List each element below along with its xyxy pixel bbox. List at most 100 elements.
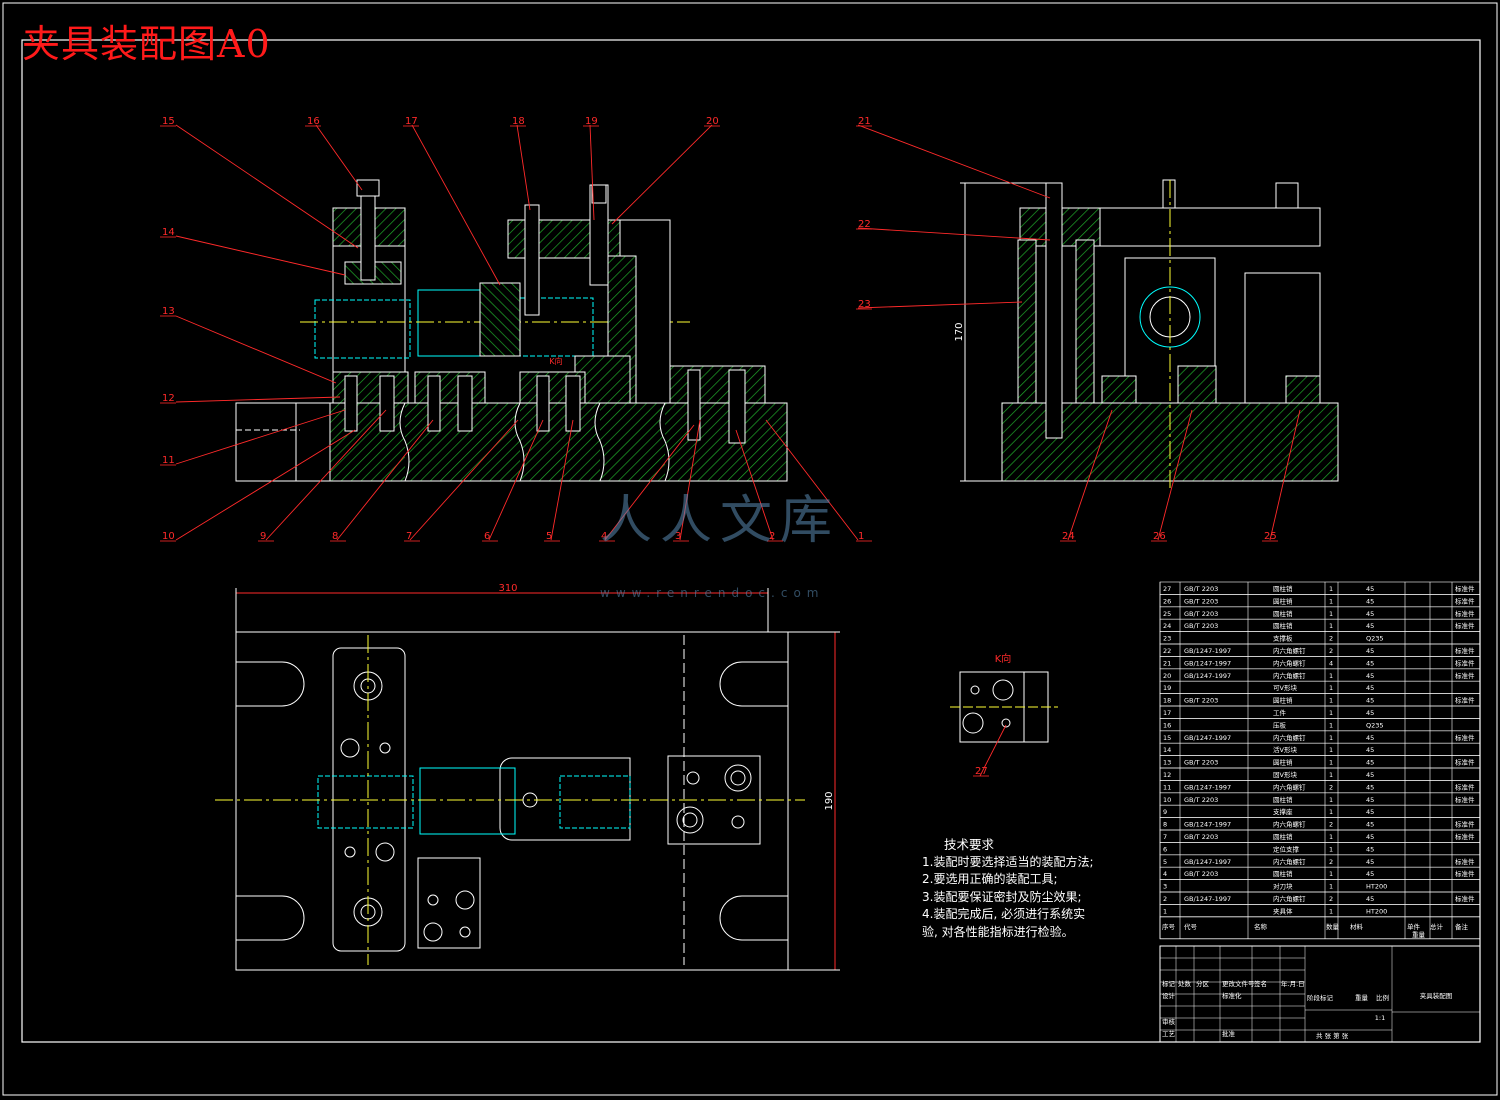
bom-cell-name: 圆柱销 xyxy=(1273,696,1293,705)
bom-cell-no: 15 xyxy=(1163,734,1171,742)
balloon-9: 9 xyxy=(260,531,266,542)
bom-header-qty: 数量 xyxy=(1326,922,1340,931)
title-cell: 标记 xyxy=(1162,979,1176,988)
title-cell: 审核 xyxy=(1162,1017,1176,1026)
dim-plan-width: 310 xyxy=(498,583,517,594)
bom-cell-name: 圆柱销 xyxy=(1273,621,1293,630)
title-cell: 工艺 xyxy=(1162,1030,1176,1038)
balloon-15: 15 xyxy=(162,116,175,127)
bom-cell-name: 内六角螺钉 xyxy=(1273,857,1306,866)
bom-header-code: 代号 xyxy=(1184,922,1198,931)
technical-requirements: 技术要求 1.装配时要选择适当的装配方法; 2.要选用正确的装配工具; 3.装配… xyxy=(922,836,1094,941)
bom-cell-code: GB/T 2203 xyxy=(1184,870,1218,878)
bom-cell-qty: 2 xyxy=(1329,635,1333,643)
title-cell: 设计 xyxy=(1162,991,1176,1000)
bom-cell-material: 45 xyxy=(1366,647,1374,655)
bom-cell-no: 26 xyxy=(1163,597,1171,605)
bom-cell-qty: 1 xyxy=(1329,597,1333,605)
balloon-26: 26 xyxy=(1153,531,1166,542)
dim-plan-height: 190 xyxy=(824,791,835,810)
bom-cell-no: 7 xyxy=(1163,833,1167,841)
bom-cell-qty: 1 xyxy=(1329,759,1333,767)
bom-cell-qty: 1 xyxy=(1329,734,1333,742)
bom-cell-no: 21 xyxy=(1163,659,1171,667)
bom-cell-material: 45 xyxy=(1366,858,1374,866)
k-arrow-label: K向 xyxy=(549,356,562,366)
balloon-16: 16 xyxy=(307,116,320,127)
bom-cell-name: 定位支撑 xyxy=(1273,844,1300,853)
bom-cell-qty: 1 xyxy=(1329,845,1333,853)
bom-cell-material: 45 xyxy=(1366,895,1374,903)
bom-header-material: 材料 xyxy=(1350,922,1364,931)
bom-cell-qty: 2 xyxy=(1329,783,1333,791)
bom-cell-name: 内六角螺钉 xyxy=(1273,782,1306,791)
balloon-4: 4 xyxy=(601,531,607,542)
bom-cell-note: 标准件 xyxy=(1455,758,1475,767)
bom-cell-qty: 1 xyxy=(1329,808,1333,816)
bom-header-weight: 重量 xyxy=(1412,931,1426,939)
bom-cell-material: 45 xyxy=(1366,796,1374,804)
drawing-title: 夹具装配图A0 xyxy=(22,22,271,66)
balloon-8: 8 xyxy=(332,531,338,542)
bom-cell-no: 23 xyxy=(1163,635,1171,643)
bom-cell-no: 4 xyxy=(1163,870,1167,878)
bom-cell-material: 45 xyxy=(1366,672,1374,680)
balloon-12: 12 xyxy=(162,393,175,404)
balloon-3: 3 xyxy=(675,531,681,542)
balloon-6: 6 xyxy=(484,531,490,542)
balloon-14: 14 xyxy=(162,227,175,238)
bom-cell-name: 内六角螺钉 xyxy=(1273,671,1306,680)
bom-cell-code: GB/1247-1997 xyxy=(1184,647,1231,655)
bom-cell-name: 可V形块 xyxy=(1273,683,1297,692)
bom-cell-no: 8 xyxy=(1163,821,1167,829)
bom-cell-material: 45 xyxy=(1366,709,1374,717)
balloon-7: 7 xyxy=(406,531,412,542)
bom-cell-material: 45 xyxy=(1366,684,1374,692)
bom-cell-no: 9 xyxy=(1163,808,1167,816)
bom-cell-material: 45 xyxy=(1366,845,1374,853)
k-view xyxy=(950,671,1058,743)
bom-cell-code: GB/T 2203 xyxy=(1184,622,1218,630)
bom-header-no: 序号 xyxy=(1162,922,1176,931)
inner-frame xyxy=(21,39,1481,1043)
bom-cell-material: 45 xyxy=(1366,833,1374,841)
bom-cell-no: 16 xyxy=(1163,721,1171,729)
bom-cell-no: 12 xyxy=(1163,771,1171,779)
bom-cell-no: 13 xyxy=(1163,759,1171,767)
title-cell: 标准化 xyxy=(1222,991,1242,1000)
bom-cell-note: 标准件 xyxy=(1455,658,1475,667)
title-cell: 分区 xyxy=(1196,979,1210,988)
bom-cell-material: 45 xyxy=(1366,622,1374,630)
bom-cell-code: GB/1247-1997 xyxy=(1184,672,1231,680)
bom-cell-name: 内六角螺钉 xyxy=(1273,894,1306,903)
title-cell: 签名 xyxy=(1254,979,1267,988)
balloon-23: 23 xyxy=(858,299,871,310)
bom-cell-code: GB/1247-1997 xyxy=(1184,895,1231,903)
tech-item: 1.装配时要选择适当的装配方法; xyxy=(922,854,1094,869)
bom-cell-name: 圆柱销 xyxy=(1273,584,1293,593)
bom-header-unit_weight: 单件 xyxy=(1407,922,1421,931)
balloon-27: 27 xyxy=(975,766,988,777)
tech-item: 3.装配要保证密封及防尘效果; xyxy=(922,889,1082,904)
bom-header-name: 名称 xyxy=(1254,922,1268,931)
title-cell: 更改文件号 xyxy=(1222,979,1255,988)
bom-cell-no: 25 xyxy=(1163,610,1171,618)
balloon-11: 11 xyxy=(162,455,175,466)
bom-cell-note: 标准件 xyxy=(1455,820,1475,829)
bom-cell-name: 圆柱销 xyxy=(1273,609,1293,618)
bom-cell-qty: 1 xyxy=(1329,721,1333,729)
title-cell: 共 张 第 张 xyxy=(1316,1031,1349,1040)
tech-item: 2.要选用正确的装配工具; xyxy=(922,872,1058,886)
k-view-label: K向 xyxy=(995,652,1012,665)
bom-cell-no: 27 xyxy=(1163,585,1171,593)
bom-cell-code: GB/T 2203 xyxy=(1184,585,1218,593)
bom-cell-note: 标准件 xyxy=(1455,646,1475,655)
balloon-19: 19 xyxy=(585,116,598,127)
bom-cell-code: GB/1247-1997 xyxy=(1184,858,1231,866)
balloon-2: 2 xyxy=(769,531,775,542)
balloon-17: 17 xyxy=(405,116,418,127)
bom-cell-name: 活V形块 xyxy=(1273,745,1297,754)
bom-cell-qty: 1 xyxy=(1329,610,1333,618)
balloon-24: 24 xyxy=(1062,531,1075,542)
